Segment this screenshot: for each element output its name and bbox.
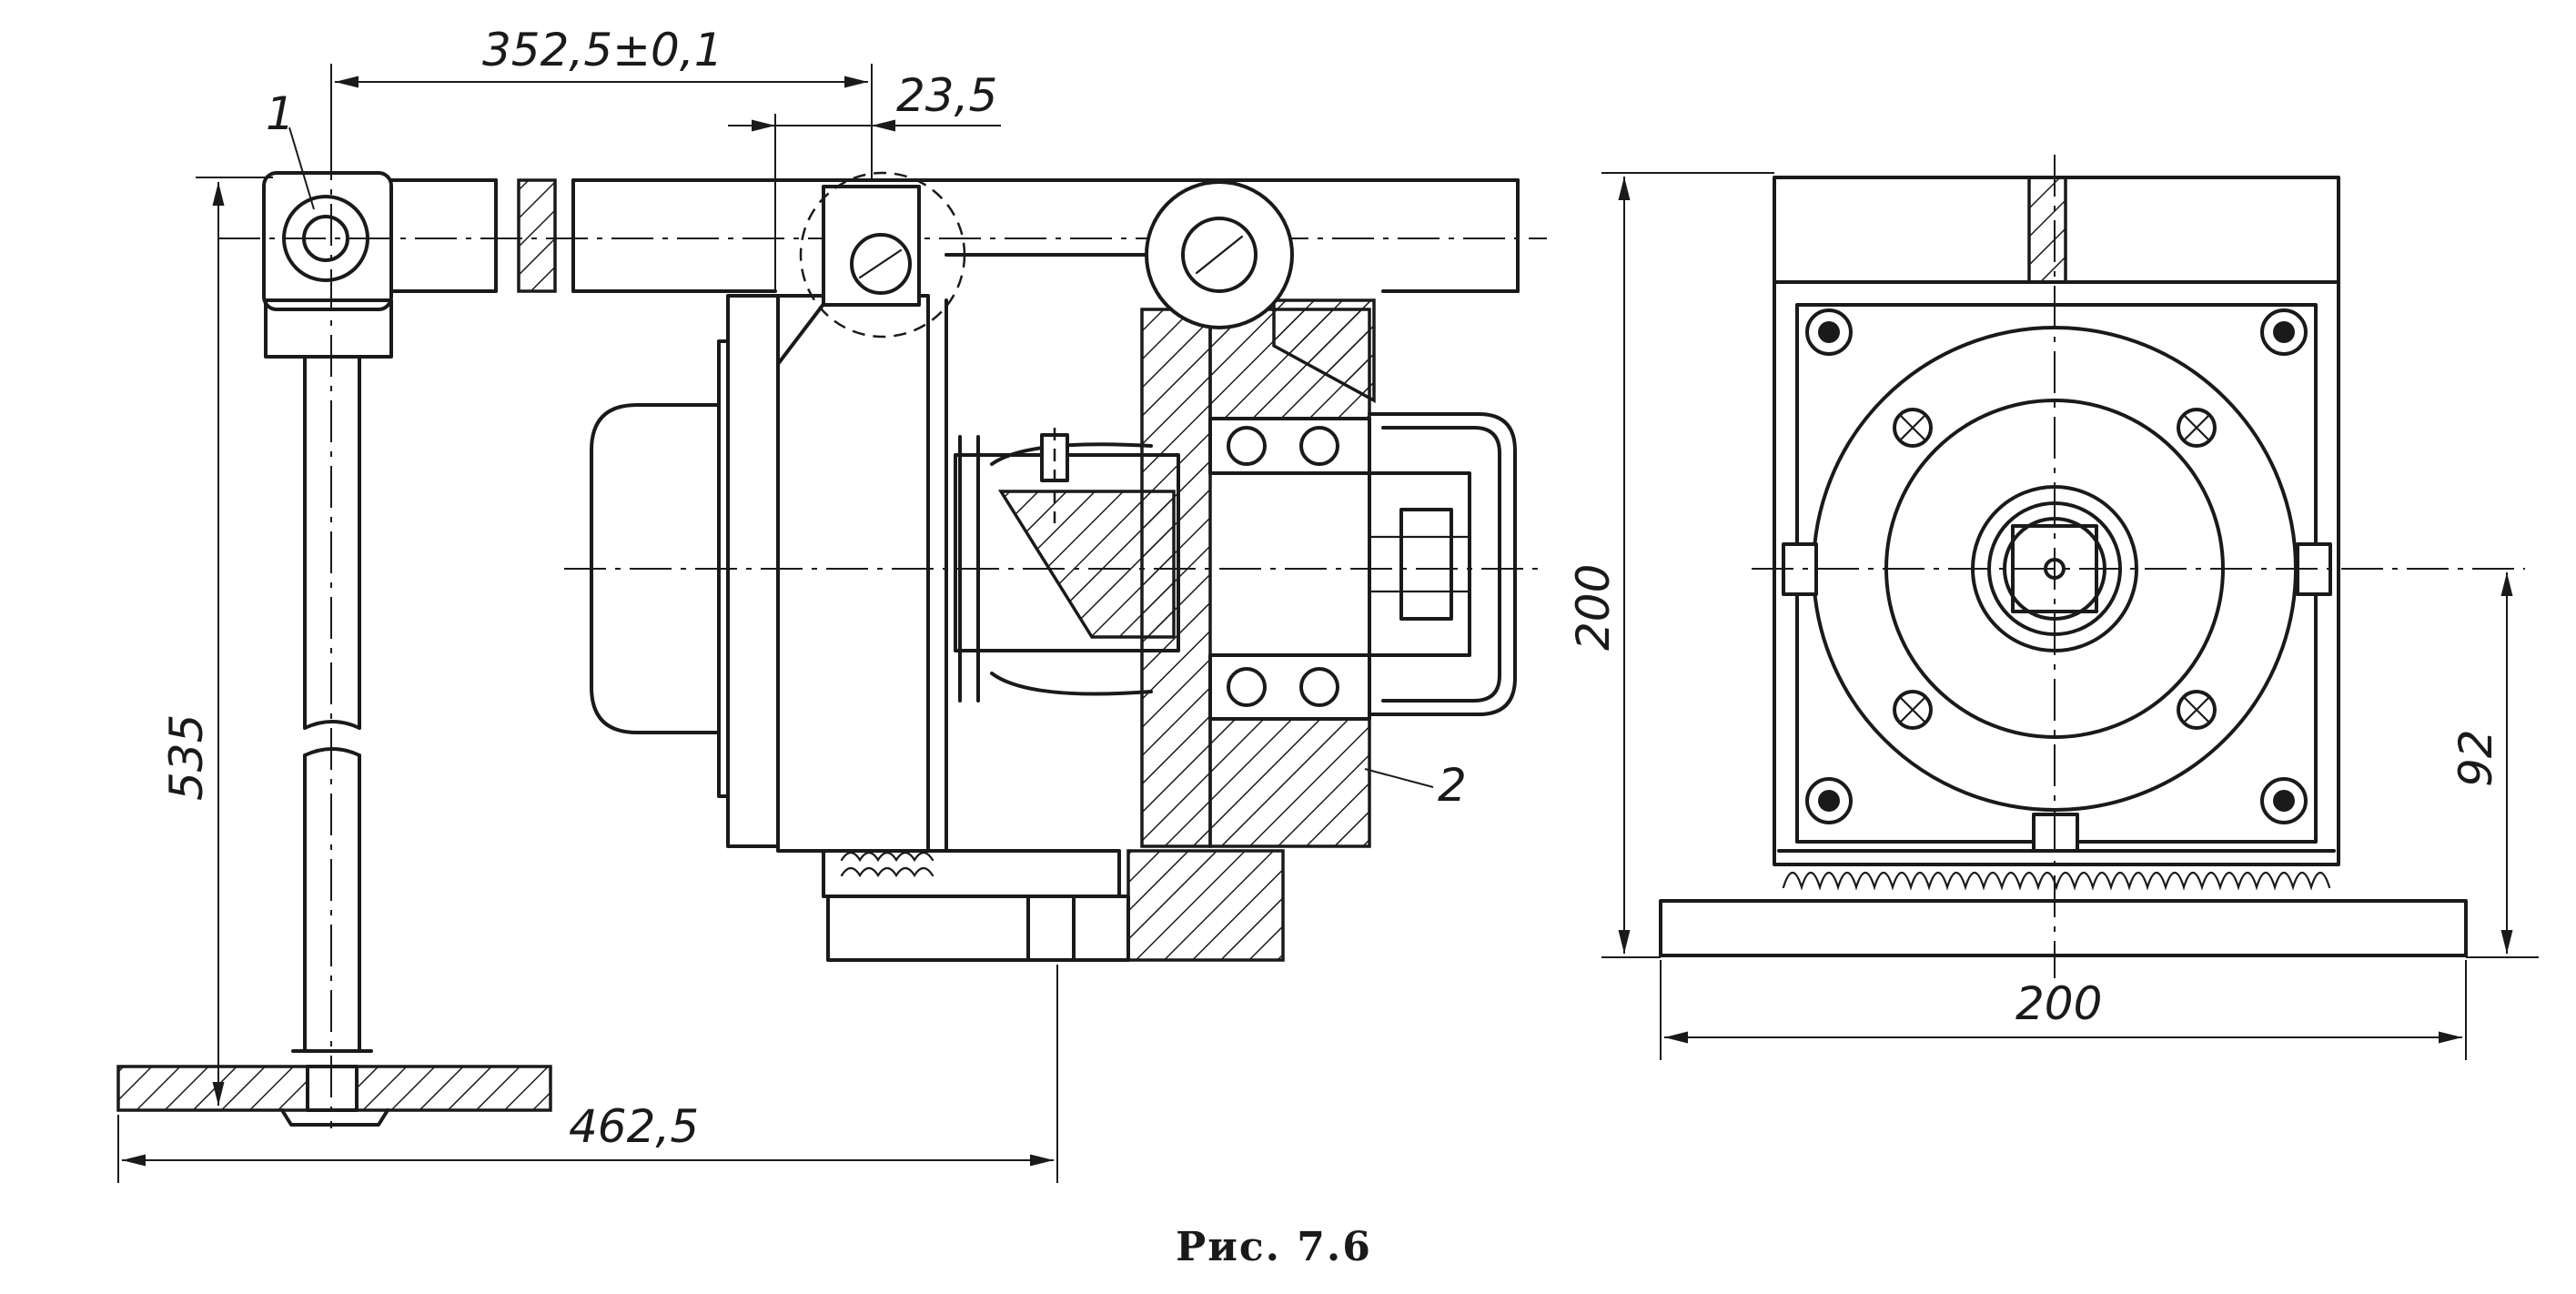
dim-axis-height: 92 [2450,729,2502,787]
dim-height-right: 200 [1567,564,1620,651]
flange-bolts [1893,408,2217,730]
callout-part-2: 2 [1438,759,1467,812]
dim-width-right: 200 [2015,977,2102,1030]
dimension-labels: 352,5±0,1 23,5 535 462,5 200 200 92 1 2 [160,24,2502,1153]
figure-caption: Рис. 7.6 [1176,1224,1372,1270]
dim-top-center-distance: 352,5±0,1 [482,24,723,76]
weld-bead-middle [840,851,934,878]
dim-height-left: 535 [160,714,213,801]
dim-length-bottom: 462,5 [569,1100,699,1153]
callout-part-1: 1 [266,87,295,140]
connecting-arm [218,178,1547,293]
ball-bearing-lower [1208,653,1371,721]
weld-bead-front [1777,849,2336,891]
dim-offset: 23,5 [896,69,997,122]
motor-section-view [564,171,1547,962]
pedestal-assembly [116,73,552,1128]
dimension-lines [117,64,2539,1183]
front-view [1659,155,2525,978]
ball-bearing-upper [1208,417,1371,475]
corner-bolts [1805,308,2308,824]
